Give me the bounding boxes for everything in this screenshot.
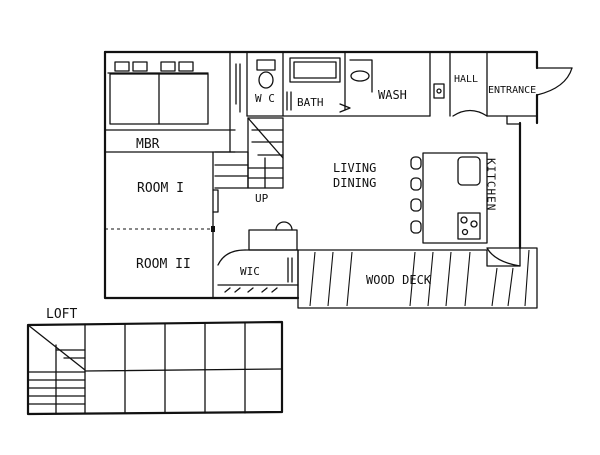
label-wic: WIC [240,265,260,278]
wood-deck [297,247,538,309]
label-room-2: ROOM II [136,257,191,272]
entrance [486,51,573,125]
label-wash: WASH [378,88,407,102]
outer-walls [103,50,539,300]
label-kitchen: KITCHEN [485,158,498,211]
kitchen [410,152,521,267]
wet-area [246,51,488,117]
staircase [214,117,284,189]
label-entrance: ENTRANCE [488,85,536,96]
label-up: UP [255,192,269,205]
label-dining: DINING [333,176,376,190]
label-bath: BATH [297,96,324,109]
label-wc: W C [255,92,275,105]
label-room-1: ROOM I [137,181,184,196]
label-hall: HALL [454,74,478,85]
master-bedroom [104,51,241,153]
label-living: LIVING [333,161,376,175]
label-mbr: MBR [136,137,160,152]
label-loft: LOFT [46,307,77,322]
label-wood-deck: WOOD DECK [366,273,432,287]
counter [248,221,298,251]
rooms [105,151,219,299]
loft [26,320,284,416]
